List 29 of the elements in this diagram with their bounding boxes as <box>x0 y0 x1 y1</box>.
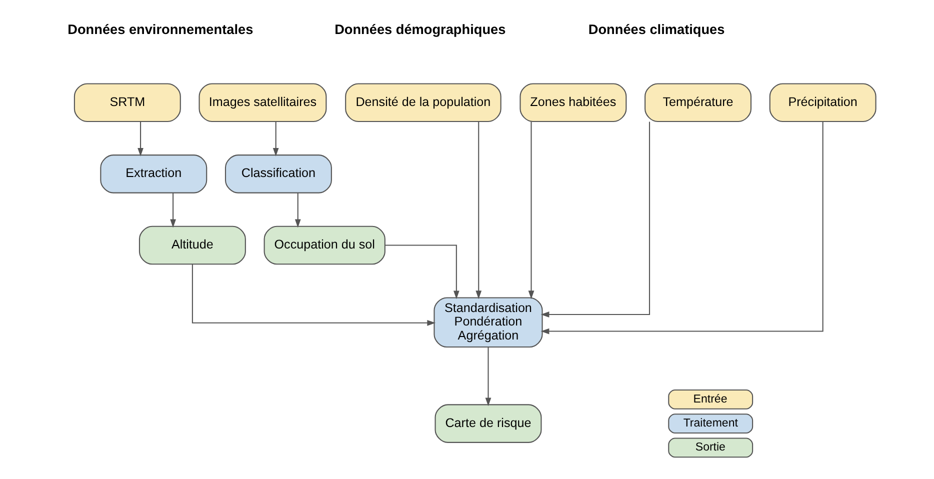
node-box: Extraction <box>100 154 208 194</box>
arrow <box>476 122 482 300</box>
label: Données environnementales <box>68 22 254 37</box>
arrow <box>138 122 144 156</box>
arrow <box>272 122 279 156</box>
node-box: SRTM <box>74 83 181 122</box>
node-box: Images satellitaires <box>198 83 327 122</box>
arrow <box>170 193 176 228</box>
arrow <box>540 122 824 334</box>
arrow <box>528 122 534 300</box>
node-box: Occupation du sol <box>264 226 386 265</box>
node-box: Classification <box>224 154 332 194</box>
legend-label: Traitement <box>683 418 738 430</box>
label: Données climatiques <box>588 22 725 37</box>
node-box: Standardisation Pondération Agrégation <box>434 297 543 348</box>
node-box: Carte de risque <box>434 404 542 443</box>
node-box: Densité de la population <box>345 83 502 122</box>
node-box: Zones habitées <box>520 83 627 122</box>
node-box: Précipitation <box>769 83 876 122</box>
arrow <box>192 264 436 326</box>
arrow <box>385 244 460 300</box>
arrow <box>294 193 301 228</box>
arrow <box>540 122 650 318</box>
arrow <box>485 347 492 406</box>
label: Données démographiques <box>334 22 506 37</box>
legend-label: Sortie <box>695 442 726 454</box>
node-box: Altitude <box>138 226 246 265</box>
node-box: Température <box>644 83 752 122</box>
legend-label: Entrée <box>693 393 728 406</box>
